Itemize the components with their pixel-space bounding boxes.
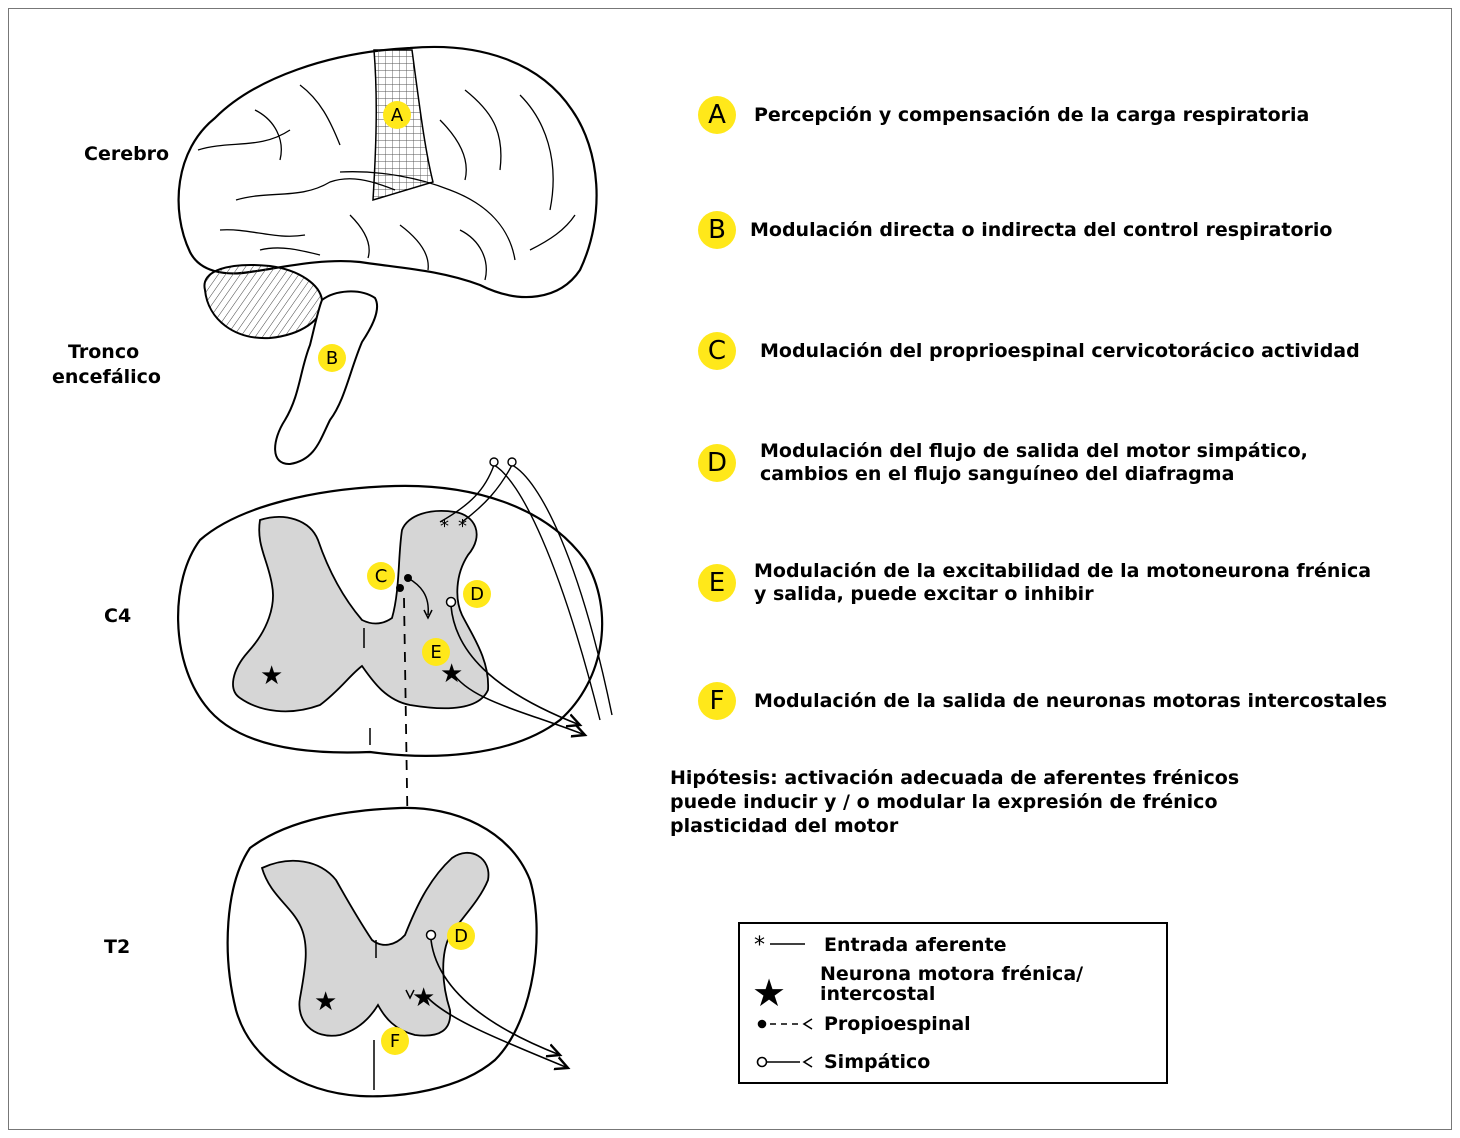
t2-sympathetic-axon (430, 939, 560, 1055)
legend-propio: Propioespinal (824, 1013, 971, 1035)
t2-motor-star-left: ★ (314, 987, 337, 1017)
list-item-d: D Modulación del flujo de salida del mot… (698, 440, 1308, 486)
c4-cord-section: * * ★ ★ (177, 457, 613, 981)
item-d-text-line1: Modulación del flujo de salida del motor… (760, 440, 1308, 462)
item-b-text: Modulación directa o indirecta del contr… (750, 218, 1333, 241)
afferent-fibers (439, 464, 613, 721)
list-item-b: B Modulación directa o indirecta del con… (698, 211, 1332, 249)
item-e-text-line2: y salida, puede excitar o inhibir (754, 583, 1094, 605)
item-a-text: Percepción y compensación de la carga re… (754, 103, 1310, 126)
marker-f-t2: F (381, 1027, 409, 1055)
marker-e-c4: E (422, 638, 450, 666)
legend-motor-line1: Neurona motora frénica/ (820, 963, 1084, 985)
t2-cord-section: ★ ★ (226, 806, 568, 1098)
label-tronco: Tronco (68, 341, 140, 363)
list-item-e: E Modulación de la excitabilidad de la m… (698, 560, 1371, 606)
marker-a-brain: A (383, 101, 411, 129)
c4-sympathetic-axon (450, 605, 580, 725)
list-item-a: A Percepción y compensación de la carga … (698, 96, 1309, 134)
c4-gray-matter (232, 510, 489, 713)
c4-motor-star-left: ★ (260, 661, 283, 691)
c4-motor-star-right: ★ (440, 659, 463, 689)
item-c-text: Modulación del proprioespinal cervicotor… (760, 339, 1360, 362)
badge-a: A (698, 96, 736, 134)
label-encefalico: encefálico (52, 366, 161, 388)
hypothesis-text: Hipótesis: activación adecuada de aferen… (670, 767, 1240, 837)
item-d-text-line2: cambios en el flujo sanguíneo del diafra… (760, 463, 1235, 485)
marker-d-t2: D (447, 922, 475, 950)
marker-c-c4: C (367, 562, 395, 590)
t2-gray-matter (260, 852, 490, 1037)
legend-symbols: * ★ (752, 933, 813, 1068)
legend-motor-line2: intercostal (820, 983, 936, 1005)
item-f-text: Modulación de la salida de neuronas moto… (754, 689, 1388, 712)
item-e-text-line1: Modulación de la excitabilidad de la mot… (754, 560, 1372, 582)
figure-frame (8, 8, 1452, 1130)
badge-c: C (698, 332, 736, 370)
legend-simpatico: Simpático (824, 1051, 931, 1073)
label-c4: C4 (104, 605, 132, 627)
legend-afferent: Entrada aferente (824, 934, 1007, 956)
list-item-c: C Modulación del proprioespinal cervicot… (698, 332, 1360, 370)
badge-e: E (698, 564, 736, 602)
t2-motor-star-right: ★ (412, 983, 435, 1013)
badge-f: F (698, 682, 736, 720)
brainstem (274, 290, 379, 466)
marker-b-brainstem: B (318, 344, 346, 372)
brain-drawing (177, 45, 598, 466)
svg-text:*: * (440, 516, 449, 537)
list-item-f: F Modulación de la salida de neuronas mo… (698, 682, 1387, 720)
t2-motor-axon (427, 997, 568, 1068)
svg-text:*: * (458, 516, 467, 537)
brain-sulci (197, 84, 576, 281)
svg-text:*: * (754, 933, 765, 958)
propiospinal-dashed-line (403, 597, 411, 981)
label-t2: T2 (104, 936, 131, 958)
c4-motor-axon (451, 671, 585, 735)
badge-d: D (698, 444, 736, 482)
label-cerebro: Cerebro (84, 143, 170, 165)
marker-d-c4: D (463, 580, 491, 608)
badge-b: B (698, 211, 736, 249)
svg-text:★: ★ (752, 971, 786, 1015)
legend-box: Entrada aferente Neurona motora frénica/… (738, 922, 1168, 1084)
cerebellum (203, 264, 324, 340)
